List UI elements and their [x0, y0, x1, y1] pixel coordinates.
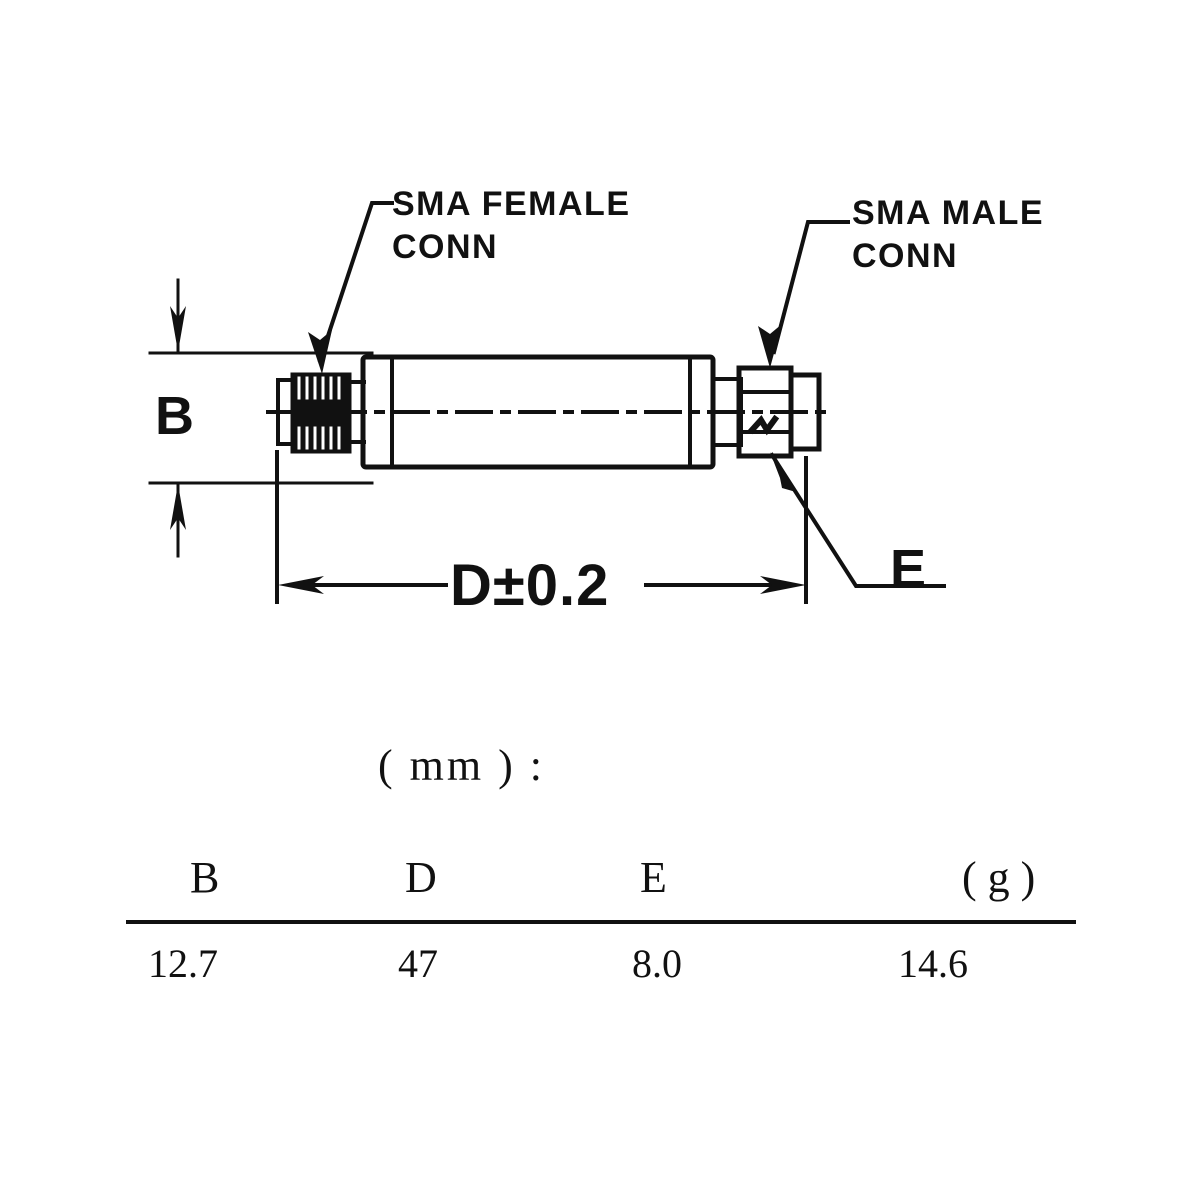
dimension-label-b: B [155, 386, 195, 446]
dimension-b-group [148, 278, 374, 558]
callout-sma-female-line2: CONN [392, 228, 499, 266]
dimension-d-group [275, 450, 808, 604]
b-arrowhead-bottom [170, 484, 186, 530]
e-arrowhead [770, 452, 796, 492]
d-arrowhead-right [760, 576, 806, 594]
table-cell-d-value: 47 [398, 941, 438, 986]
female-thread-grooves-upper [297, 376, 341, 400]
dimension-label-e: E [890, 539, 928, 599]
male-end-cap [788, 372, 822, 452]
sma-female-connector [276, 372, 366, 454]
dimension-label-d: D±0.2 [450, 553, 610, 618]
table-header-b: B [190, 853, 220, 902]
b-arrowhead-top [170, 306, 186, 352]
d-arrowhead-left [278, 576, 324, 594]
callout-sma-female-line1: SMA FEMALE [392, 185, 631, 223]
table-cell-b-value: 12.7 [148, 941, 218, 986]
table-cell-e-value: 8.0 [632, 941, 682, 986]
female-thread-body [290, 372, 352, 454]
male-hex-marking [747, 414, 780, 436]
sma-female-arrowhead [308, 330, 332, 374]
table-header-weight: ( g ) [962, 853, 1036, 902]
female-thread-grooves-lower [297, 426, 341, 450]
callout-sma-male-line2: CONN [852, 237, 959, 275]
dimension-e-group [769, 452, 946, 588]
e-leader-line [769, 452, 946, 588]
sma-female-leader-group [308, 201, 394, 374]
table-header-d: D [405, 853, 437, 902]
sma-male-arrowhead [758, 324, 782, 368]
callout-sma-male-line1: SMA MALE [852, 194, 1045, 232]
sma-male-connector [711, 365, 822, 459]
sma-male-leader-line [771, 220, 850, 355]
table-header-e: E [640, 853, 667, 902]
table-cell-weight-value: 14.6 [898, 941, 968, 986]
units-label: ( mm ) : [378, 741, 545, 790]
sma-female-leader-line [317, 201, 394, 363]
sma-male-leader-group [758, 220, 850, 368]
